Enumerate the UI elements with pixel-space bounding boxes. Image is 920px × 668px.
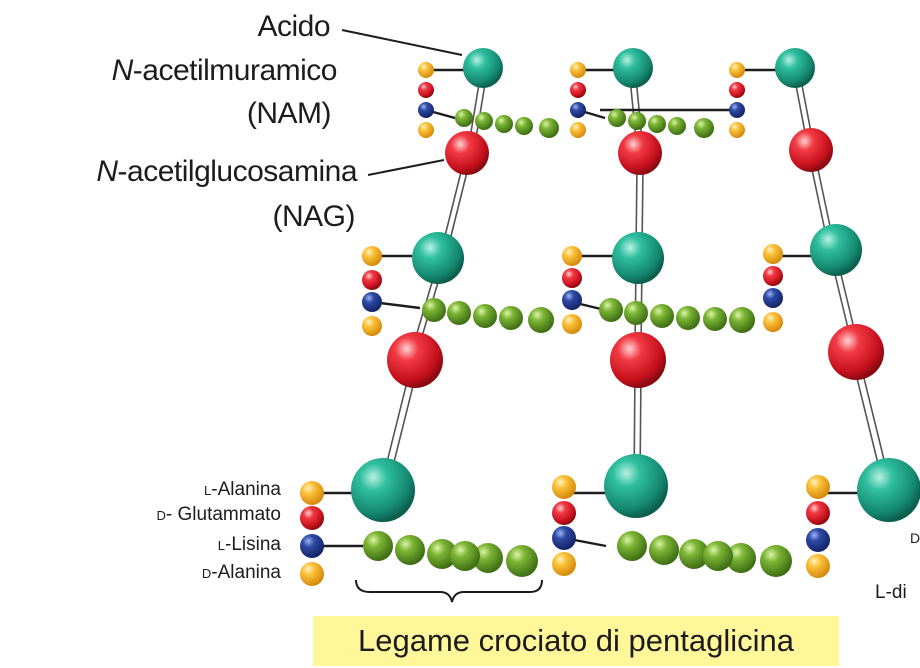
peptide-chain-row-2 (362, 224, 862, 336)
italic-n: N (96, 155, 118, 188)
nam-label-line2: N-acetilmuramico (111, 54, 338, 88)
nag-label-line1-rest: -acetilglucosamina (117, 155, 358, 188)
pentaglycine-chain (599, 298, 755, 333)
alanine-residue (418, 122, 434, 138)
edge-right-label-2: L-di (875, 582, 907, 603)
l-lysine-label: L-Lisina (217, 534, 281, 555)
alanine-residue (418, 62, 434, 78)
d-glutamate-label: D- Glutammato (156, 504, 281, 525)
nam-label-line2-rest: -acetilmuramico (132, 54, 338, 87)
lysine-residue (570, 102, 586, 118)
nam-sugar (613, 48, 653, 88)
nag-sugar (610, 332, 666, 388)
alanine-residue (552, 552, 576, 576)
pentaglycine-chain (455, 109, 559, 138)
nam-sugar (412, 232, 464, 284)
lysine-residue (300, 534, 324, 558)
alanine-residue (729, 62, 745, 78)
alanine-residue (763, 312, 783, 332)
alanine-residue (806, 475, 830, 499)
glutamate-residue (570, 82, 586, 98)
lysine-residue (418, 102, 434, 118)
alanine-residue (729, 122, 745, 138)
nam-label-line3: (NAM) (246, 97, 332, 130)
nam-label-line1: Acido (257, 10, 330, 43)
alanine-residue (763, 244, 783, 264)
alanine-residue (562, 314, 582, 334)
glutamate-residue (418, 82, 434, 98)
alanine-residue (562, 246, 582, 266)
glutamate-residue (562, 268, 582, 288)
nag-leader-line (367, 159, 445, 176)
edge-right-label-1: D (910, 530, 920, 546)
glutamate-residue (729, 82, 745, 98)
glutamate-residue (552, 501, 576, 525)
glutamate-residue (362, 270, 382, 290)
lysine-residue (763, 288, 783, 308)
nag-label-line2: (NAG) (272, 200, 356, 233)
alanine-residue (570, 122, 586, 138)
nag-sugar (387, 332, 443, 388)
leader-lines (341, 29, 463, 176)
nam-sugar (775, 48, 815, 88)
l-alanine-label: L-Alanina (204, 479, 281, 500)
alanine-residue (362, 316, 382, 336)
nam-sugar (612, 232, 664, 284)
italic-n: N (111, 54, 134, 87)
d-alanine-label: D-Alanina (201, 562, 281, 583)
nam-sugar (604, 454, 668, 518)
glutamate-residue (806, 501, 830, 525)
nag-sugar (789, 128, 833, 172)
pentaglycine-callout-box (313, 616, 839, 666)
alanine-residue (806, 554, 830, 578)
pentaglycine-chain (608, 109, 714, 138)
glutamate-residue (300, 506, 324, 530)
lysine-residue (362, 292, 382, 312)
nag-sugar (828, 324, 884, 380)
lysine-residue (729, 102, 745, 118)
alanine-residue (300, 562, 324, 586)
peptide-chain-row-1 (418, 48, 815, 138)
glutamate-residue (763, 266, 783, 286)
alanine-residue (362, 246, 382, 266)
nag-sugar (445, 131, 489, 175)
alanine-residue (570, 62, 586, 78)
nam-leader-line (341, 29, 463, 56)
pentaglycine-callout-text: Legame crociato di pentaglicina (358, 623, 794, 658)
pentaglycine-chain (617, 531, 792, 577)
lysine-residue (562, 290, 582, 310)
alanine-residue (300, 481, 324, 505)
pentaglycine-brace (355, 579, 543, 603)
peptide-chain-row-3 (300, 454, 920, 586)
alanine-residue (552, 475, 576, 499)
nam-sugar (463, 48, 503, 88)
nag-sugar (618, 131, 662, 175)
lysine-residue (806, 528, 830, 552)
pentaglycine-chain (363, 531, 538, 577)
nam-sugar (857, 458, 920, 522)
nam-sugar (810, 224, 862, 276)
pentaglycine-chain (422, 298, 554, 333)
nag-label-line1: N-acetilglucosamina (96, 155, 357, 189)
lysine-residue (552, 526, 576, 550)
nam-sugar (351, 458, 415, 522)
